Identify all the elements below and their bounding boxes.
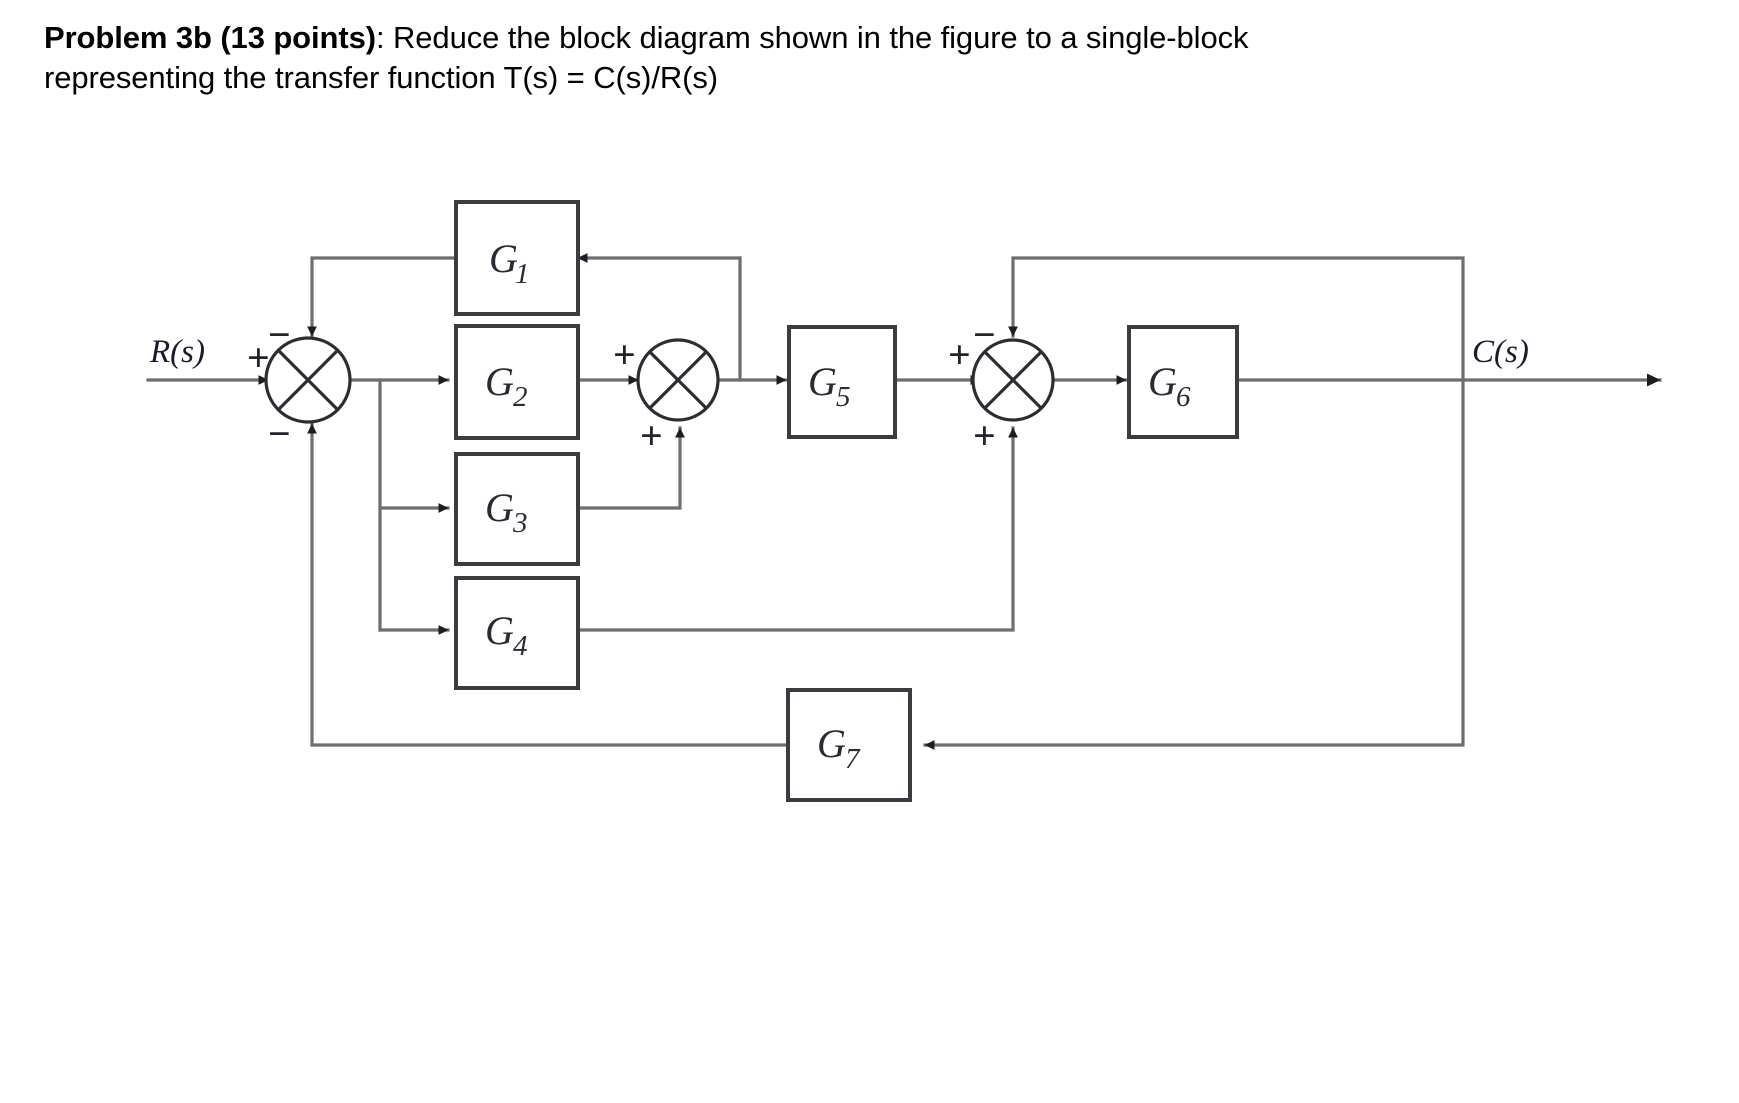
block-g5[interactable]: G 5 <box>787 325 897 439</box>
block-g4-box <box>454 576 580 690</box>
block-g6-subscript: 6 <box>1176 381 1191 413</box>
block-g6[interactable]: G 6 <box>1127 325 1239 439</box>
wire-g3-to-sum2 <box>564 426 685 510</box>
wire-g4-to-sum3 <box>564 426 1018 632</box>
block-g6-label: G <box>1148 359 1177 404</box>
summing-junction-1-sign-top: − <box>268 312 291 357</box>
block-g7[interactable]: G 7 <box>786 688 912 802</box>
summing-junction-3-cross-b <box>983 350 1043 410</box>
block-g3-box <box>454 452 580 566</box>
block-g4-subscript: 4 <box>513 630 528 662</box>
block-g5-box <box>787 325 897 439</box>
block-g6-box <box>1127 325 1239 439</box>
summing-junction-3-sign-top: − <box>973 312 996 357</box>
summing-junction-3[interactable]: + − + <box>948 312 1055 458</box>
block-g2-subscript: 2 <box>513 381 528 413</box>
summing-junction-2-cross-b <box>648 350 708 410</box>
problem-statement: Problem 3b (13 points): Reduce the block… <box>44 18 1294 97</box>
wire-output-feedback-to-sum3 <box>1008 256 1465 382</box>
summing-junction-2-sign-bottom: + <box>640 413 663 458</box>
summing-junction-1-cross-b <box>277 349 339 411</box>
wire-g1-output-to-sum1 <box>307 256 458 338</box>
summing-junction-2-sign-left: + <box>613 332 636 377</box>
block-g4-label: G <box>485 608 514 653</box>
block-g2[interactable]: G 2 <box>454 324 580 440</box>
wire-output-to-g7 <box>923 378 1465 750</box>
block-g1[interactable]: G 1 <box>454 200 580 316</box>
block-g2-box <box>454 324 580 440</box>
block-g4[interactable]: G 4 <box>454 576 580 690</box>
block-g7-subscript: 7 <box>845 743 861 775</box>
block-g7-box <box>786 688 912 802</box>
summing-junction-1-sign-bottom: − <box>268 411 291 456</box>
block-g7-label: G <box>817 721 846 766</box>
block-g3[interactable]: G 3 <box>454 452 580 566</box>
summing-junction-3-sign-bottom: + <box>973 413 996 458</box>
problem-body: : Reduce the block diagram shown in the … <box>44 20 1249 95</box>
summing-junction-2[interactable]: + + <box>613 332 720 458</box>
summing-junction-1-sign-left: + <box>247 335 270 380</box>
summing-junction-3-sign-left: + <box>948 332 971 377</box>
wire-g7-to-sum1 <box>307 422 789 747</box>
block-g5-subscript: 5 <box>836 381 851 413</box>
summing-junction-1[interactable]: + − − <box>247 312 352 456</box>
problem-title: Problem 3b (13 points) <box>44 20 376 55</box>
input-signal-label: R(s) <box>149 334 205 370</box>
block-g3-subscript: 3 <box>512 507 528 539</box>
block-g5-label: G <box>808 359 837 404</box>
block-g3-label: G <box>485 485 514 530</box>
block-g2-label: G <box>485 359 514 404</box>
block-g1-label: G <box>489 236 518 281</box>
output-signal-label: C(s) <box>1472 334 1529 370</box>
block-g1-box <box>454 200 580 316</box>
block-g1-subscript: 1 <box>515 258 530 290</box>
